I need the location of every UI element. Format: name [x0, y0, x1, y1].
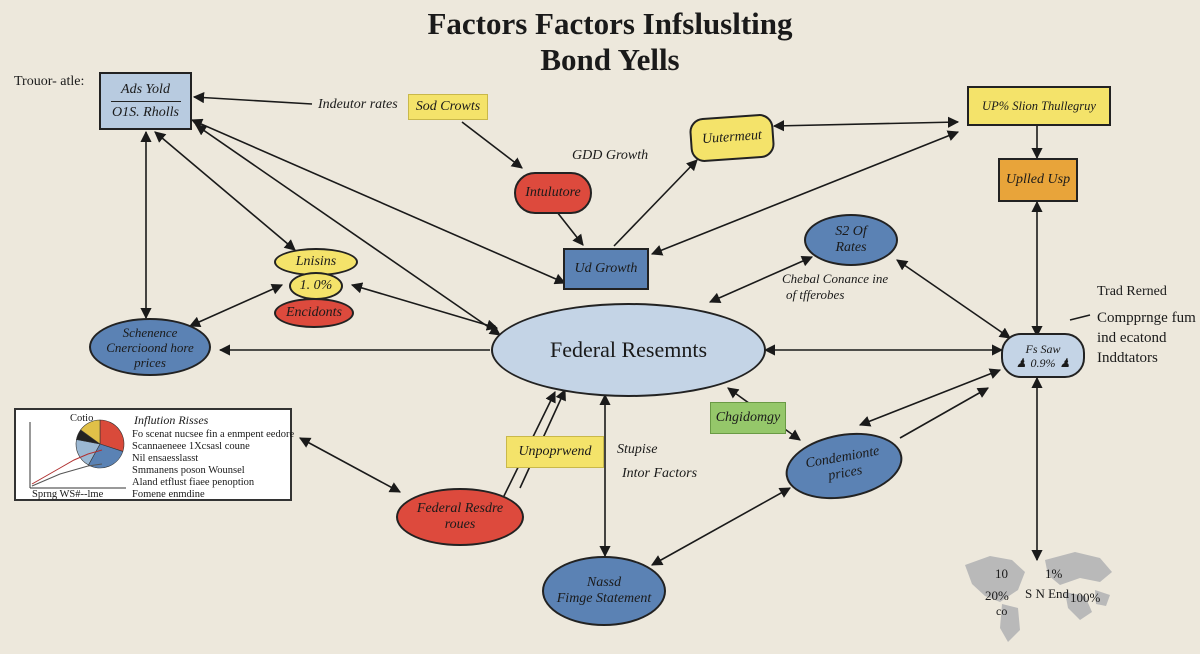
person-node-row: ♟ 0.9% ♟: [1016, 356, 1071, 370]
nassd-line2: Fimge Statement: [556, 591, 652, 606]
legend-row-3: Nil ensaesslasst: [132, 453, 199, 464]
legend-panel: Cotio Inflution Risses Fo scenat nucsee …: [14, 408, 295, 501]
schenence-line2: Cnercioond hore: [106, 339, 194, 355]
legend-row-4: Smmanens poson Wounsel: [132, 465, 245, 476]
map-label-6: co: [996, 604, 1008, 618]
sidebar-right-label-4: Inddtators: [1097, 350, 1158, 366]
pct-pill[interactable]: 1. 0%: [289, 272, 343, 300]
map-label-3: 20%: [985, 588, 1009, 603]
person-icon: ♟: [1015, 355, 1027, 370]
legend-head-right: Inflution Risses: [134, 413, 209, 427]
legend-row-2: Scannaeneee 1Xcsasl coune: [132, 441, 250, 452]
legend-pie-slice: [80, 419, 101, 445]
central-confidence-label-2: of tfferobes: [786, 287, 845, 302]
schenence-ellipse[interactable]: Schenence Cnercioond hore prices: [89, 318, 211, 376]
nassd-line1: Nassd: [586, 575, 622, 590]
legend-axis-label: Sprng WS#--lme: [32, 489, 104, 500]
top-left-label: Trouor- atle:: [14, 74, 85, 89]
uuterment-node[interactable]: Uutermeut: [688, 113, 776, 163]
unpoprwend-box[interactable]: Unpoprwend: [506, 436, 604, 468]
central-confidence-label-1: Chebal Conance ine: [782, 271, 889, 286]
federal-resdre-ellipse[interactable]: Federal Resdre roues: [396, 488, 524, 546]
ads-yold-divider: [110, 100, 181, 102]
federal-resdre-line2: roues: [444, 517, 476, 532]
sidebar-right-label-1: Trad Rerned: [1097, 284, 1167, 299]
person-node-line2: 0.9%: [1030, 355, 1056, 370]
federal-center-ellipse[interactable]: Federal Resemnts: [491, 303, 766, 397]
ads-yold-box[interactable]: Ads Yold O1S. Rholls: [99, 72, 192, 130]
map-label-4: S N End: [1025, 586, 1070, 601]
ads-yold-line2: O1S. Rholls: [112, 104, 179, 120]
up-slion-box[interactable]: UP% Slion Thullegruy: [967, 86, 1111, 126]
legend-row-5: Aland etflust fiaee penoption: [132, 477, 255, 488]
sidebar-right-label-3: ind ecatond: [1097, 330, 1167, 346]
ud-growth-box[interactable]: Ud Growth: [563, 248, 649, 290]
legend-row-6: Fomene enmdine: [132, 489, 205, 500]
legend-pie-slice: [99, 419, 125, 452]
map-label-2: 1%: [1045, 566, 1063, 581]
schenence-line3: prices: [134, 354, 166, 370]
chgidomy-box[interactable]: Chgidomgy: [710, 402, 786, 434]
sidebar-right-label-2: Compprnge fum: [1097, 310, 1196, 326]
indicator-rates-label: Indeutor rates: [318, 97, 398, 112]
ads-yold-line1: Ads Yold: [121, 81, 170, 97]
s-of-rates-line1: S2 Of: [835, 224, 867, 239]
gdd-growth-label: GDD Growth: [572, 148, 649, 163]
s-of-rates-line2: Rates: [835, 240, 867, 255]
world-map: [965, 552, 1112, 642]
person-icon: ♟: [1059, 355, 1071, 370]
uplled-usp-box[interactable]: Uplled Usp: [998, 158, 1078, 202]
stupise-label: Stupise: [617, 442, 658, 457]
sod-crowts-box[interactable]: Sod Crowts: [408, 94, 488, 120]
legend-head-left: Cotio: [70, 413, 94, 424]
lnisins-ellipse[interactable]: Lnisins: [274, 248, 358, 276]
diagram-title-line2: Bond Yells: [540, 42, 680, 77]
legend-row-1: Fo scenat nucsee fin a enmpent eedore: [132, 429, 295, 440]
person-node-line1: Fs Saw: [1025, 341, 1061, 356]
legend-pie: [75, 419, 125, 469]
map-label-5: 100%: [1070, 590, 1101, 605]
diagram-title-line1: Factors Factors Infsluslting: [427, 6, 793, 41]
map-label-1: 10: [995, 566, 1008, 581]
connector-arrows: [140, 92, 1091, 566]
nassd-ellipse[interactable]: Nassd Fimge Statement: [542, 556, 666, 626]
s-of-rates-ellipse[interactable]: S2 Of Rates: [804, 214, 898, 266]
person-node[interactable]: Fs Saw ♟ 0.9% ♟: [1001, 333, 1085, 378]
intor-factors-label: Intor Factors: [622, 466, 698, 481]
legend-mini-chart: [29, 419, 126, 489]
encidonts-ellipse[interactable]: Encidonts: [274, 298, 354, 328]
schenence-line1: Schenence: [122, 324, 178, 340]
federal-resdre-line1: Federal Resdre: [416, 501, 504, 516]
inflation-ellipse[interactable]: Intulutore: [514, 172, 592, 214]
